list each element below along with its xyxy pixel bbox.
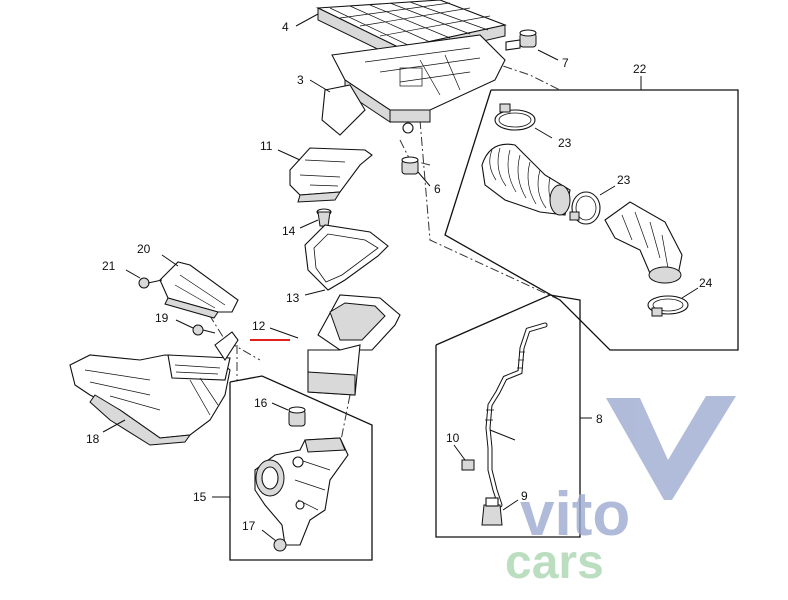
callout-8: 8 — [596, 412, 603, 426]
part-10-clip — [453, 444, 475, 471]
callout-labels: 4 7 3 22 23 23 11 6 14 20 21 13 24 19 12… — [86, 20, 713, 533]
part-3-filter-housing — [309, 34, 506, 136]
part-23-clamp-lower — [569, 185, 616, 225]
part-8-vent-hose — [485, 322, 548, 508]
callout-21: 21 — [102, 259, 116, 273]
callout-20: 20 — [137, 242, 151, 256]
callout-23-lower: 23 — [617, 173, 631, 187]
callout-4: 4 — [282, 20, 289, 34]
part-4-air-filter — [295, 0, 507, 61]
part-18-intake-snorkel — [69, 331, 239, 446]
part-6-grommet — [401, 156, 431, 187]
callout-23-upper: 23 — [558, 136, 572, 150]
callout-16: 16 — [254, 396, 268, 410]
watermark-word-cars: cars — [505, 536, 604, 589]
box-15 — [212, 375, 373, 561]
watermark-word-vito: vito — [520, 480, 630, 549]
part-16-plug — [271, 402, 306, 427]
callout-19: 19 — [155, 311, 169, 325]
callout-11: 11 — [260, 139, 273, 153]
part-21-screw — [125, 269, 163, 289]
part-24-clamp — [647, 287, 699, 317]
callout-24: 24 — [699, 276, 713, 290]
callout-9: 9 — [521, 489, 528, 503]
callout-22: 22 — [633, 62, 647, 76]
part-19-bolt — [175, 319, 216, 336]
callout-14: 14 — [282, 224, 296, 238]
box-22 — [444, 76, 739, 351]
part-11-resonator — [277, 147, 373, 203]
callout-17: 17 — [242, 519, 256, 533]
box-8 — [435, 294, 592, 538]
watermark-v-mark — [606, 396, 736, 500]
watermark: vito cars — [505, 396, 736, 589]
part-15-throttle-duct — [254, 437, 349, 546]
callout-13: 13 — [286, 291, 300, 305]
part-22-corrugated-hose — [481, 143, 571, 216]
callout-3: 3 — [297, 73, 304, 87]
part-13-gasket — [304, 224, 389, 296]
part-9-fitting — [481, 497, 519, 526]
callout-15: 15 — [193, 490, 207, 504]
callout-10: 10 — [446, 431, 460, 445]
part-17-bolt — [261, 529, 287, 552]
callout-6: 6 — [434, 182, 441, 196]
callout-12: 12 — [252, 319, 266, 333]
callout-18: 18 — [86, 432, 100, 446]
callout-7: 7 — [562, 56, 569, 70]
part-23-clamp-upper — [494, 103, 553, 139]
part-22-elbow — [604, 201, 683, 284]
part-20-bracket — [159, 254, 239, 319]
part-12-intake-duct — [269, 294, 401, 396]
part-7-grommet — [505, 29, 559, 61]
part-14-clip — [299, 208, 332, 229]
